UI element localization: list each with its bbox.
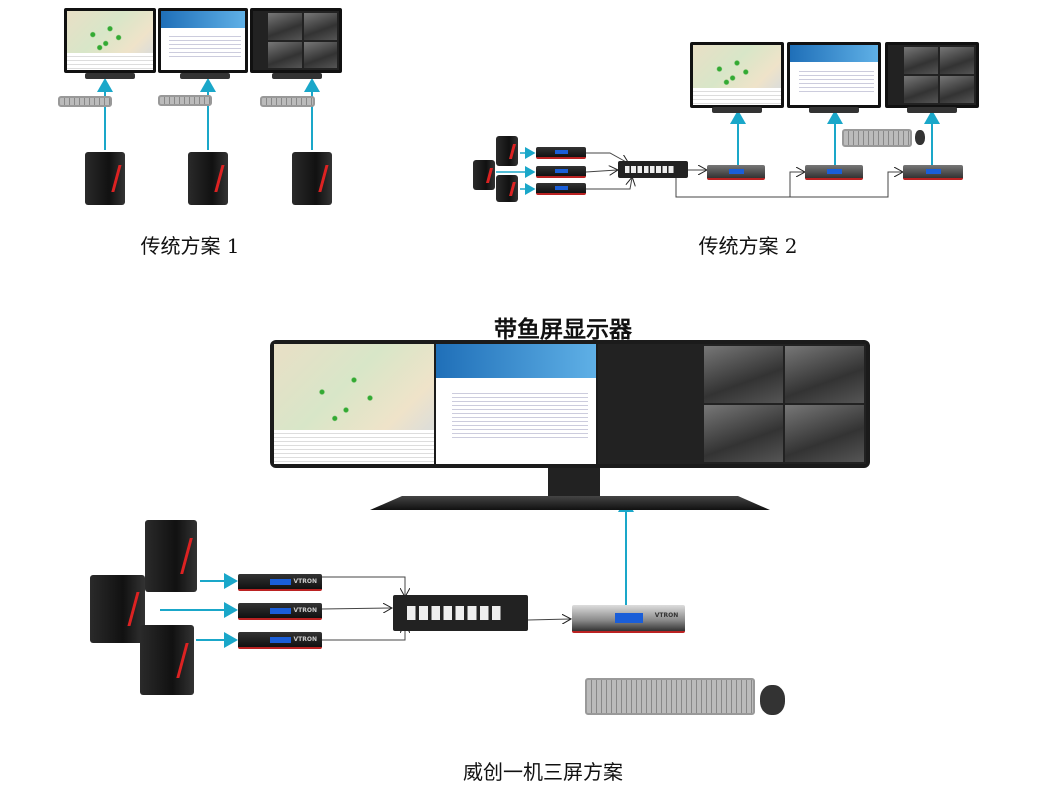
scheme1-label: 传统方案 1 xyxy=(140,234,240,258)
decoder-box xyxy=(805,165,863,180)
pc-tower xyxy=(292,152,332,205)
keyboard xyxy=(58,96,112,107)
keyboard xyxy=(158,95,212,106)
decoder-box xyxy=(903,165,963,180)
monitor-stand xyxy=(272,73,322,79)
screen-web xyxy=(435,344,596,464)
monitor-stand xyxy=(907,107,957,113)
ultrawide-monitor xyxy=(270,340,870,468)
encoder-box xyxy=(536,147,586,159)
monitor-video xyxy=(885,42,979,108)
scheme2-label: 传统方案 2 xyxy=(698,234,798,258)
pc-tower xyxy=(145,520,197,592)
network-switch xyxy=(393,595,528,631)
decoder-box xyxy=(707,165,765,180)
monitor-stand xyxy=(809,107,859,113)
encoder-box xyxy=(536,166,586,178)
encoder-box xyxy=(536,183,586,195)
pc-tower xyxy=(496,136,518,166)
encoder-box: VTRON xyxy=(238,632,322,649)
pc-tower xyxy=(140,625,194,695)
mouse xyxy=(760,685,785,715)
network-switch xyxy=(618,161,688,178)
monitor-stand xyxy=(85,73,135,79)
keyboard xyxy=(260,96,315,107)
decoder-box: VTRON xyxy=(572,605,685,633)
pc-tower xyxy=(496,175,518,202)
keyboard xyxy=(585,678,755,715)
monitor-web xyxy=(787,42,881,108)
monitor-title: 带鱼屏显示器 xyxy=(494,317,632,343)
pc-tower xyxy=(188,152,228,205)
encoder-box: VTRON xyxy=(238,603,322,620)
monitor-stand xyxy=(712,107,762,113)
monitor-neck xyxy=(548,468,600,498)
monitor-map xyxy=(690,42,784,108)
pc-tower xyxy=(85,152,125,205)
screen-video xyxy=(597,344,866,464)
keyboard xyxy=(842,129,912,147)
monitor-base xyxy=(370,496,770,510)
encoder-box: VTRON xyxy=(238,574,322,591)
screen-map xyxy=(274,344,434,464)
mouse xyxy=(915,130,925,145)
pc-tower xyxy=(90,575,145,643)
monitor-map xyxy=(64,8,156,73)
monitor-stand xyxy=(180,73,230,79)
pc-tower xyxy=(473,160,495,190)
scheme3-label: 威创一机三屏方案 xyxy=(463,760,623,784)
monitor-web xyxy=(158,8,248,73)
monitor-video xyxy=(250,8,342,73)
